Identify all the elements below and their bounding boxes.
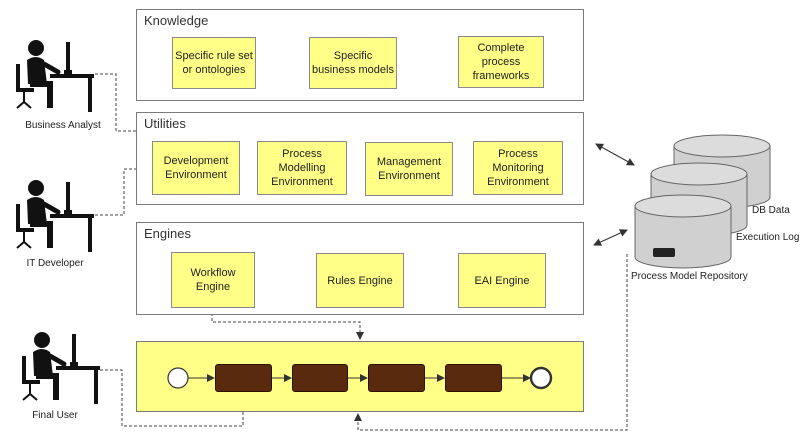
process-task-2 bbox=[292, 364, 348, 392]
knowledge-title: Knowledge bbox=[144, 13, 209, 28]
final-user-label: Final User bbox=[32, 410, 78, 421]
execution-log-label: Execution Log bbox=[736, 232, 800, 243]
process-task-1 bbox=[215, 364, 272, 392]
eai-engine-note: EAI Engine bbox=[458, 253, 546, 308]
process-task-4 bbox=[445, 364, 502, 392]
management-environment-note: Management Environment bbox=[365, 142, 453, 196]
development-environment-note: Development Environment bbox=[152, 141, 240, 195]
final-user-icon bbox=[22, 332, 100, 404]
process-frameworks-note: Complete process frameworks bbox=[458, 36, 544, 88]
arrow-engines-to-stores bbox=[593, 229, 628, 246]
utilities-title: Utilities bbox=[144, 116, 186, 131]
business-analyst-icon bbox=[16, 40, 94, 112]
process-task-3 bbox=[368, 364, 425, 392]
process-modelling-environment-note: Process Modelling Environment bbox=[257, 141, 347, 195]
connector-user-to-task bbox=[100, 369, 247, 427]
it-developer-icon bbox=[16, 180, 94, 252]
it-developer-label: IT Developer bbox=[26, 258, 84, 269]
engines-title: Engines bbox=[144, 226, 191, 241]
repository-badge bbox=[653, 248, 675, 257]
business-models-note: Specific business models bbox=[309, 37, 397, 89]
connector-workflow-to-process bbox=[211, 308, 364, 340]
process-monitoring-environment-note: Process Monitoring Environment bbox=[473, 141, 563, 195]
connector-repository-to-process bbox=[354, 254, 628, 431]
connector-developer-to-development bbox=[95, 165, 153, 216]
business-analyst-label: Business Analyst bbox=[25, 120, 101, 131]
workflow-engine-note: Workflow Engine bbox=[171, 252, 255, 308]
process-flow-band bbox=[136, 341, 584, 412]
rules-engine-note: Rules Engine bbox=[316, 253, 404, 308]
process-model-repository-label: Process Model Repository bbox=[631, 271, 748, 282]
process-model-repository-cylinder bbox=[634, 194, 732, 269]
rule-set-note: Specific rule set or ontologies bbox=[172, 37, 256, 89]
db-data-label: DB Data bbox=[752, 205, 790, 216]
arrow-utilities-to-stores bbox=[595, 143, 635, 166]
